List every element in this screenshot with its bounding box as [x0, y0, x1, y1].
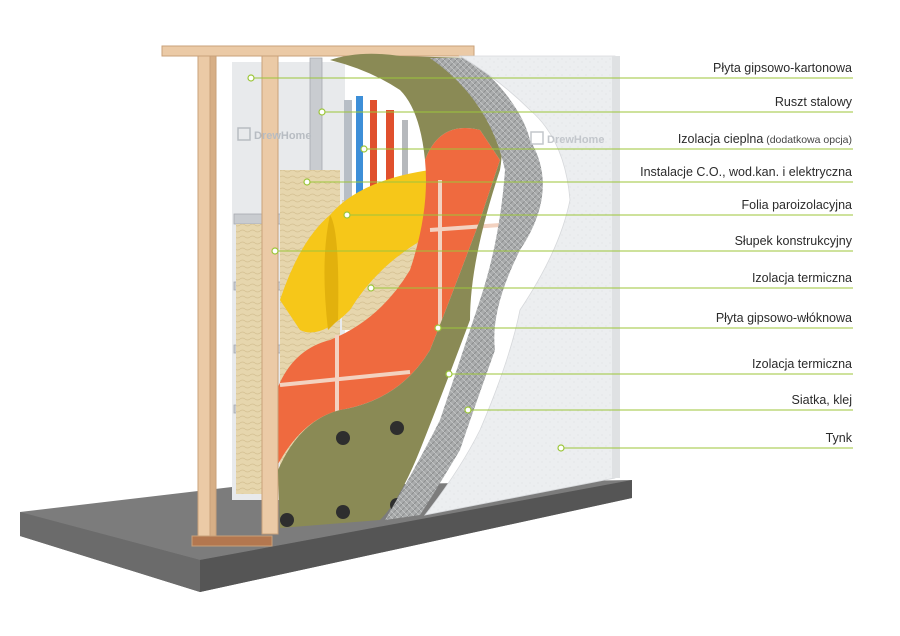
leader-dot	[360, 145, 368, 153]
leader-dot	[557, 444, 565, 452]
callout-label: Izolacja cieplna (dodatkowa opcja)	[678, 131, 852, 148]
gypsum-fiber-board	[275, 128, 501, 470]
watermark-text: DrewHome	[547, 134, 604, 146]
callout-label: Płyta gipsowo-kartonowa	[713, 60, 852, 76]
leader-lines	[247, 74, 853, 452]
callout-label: Izolacja termiczna	[752, 270, 852, 286]
leader-dot	[318, 108, 326, 116]
callout-label: Płyta gipsowo-włóknowa	[716, 310, 852, 326]
callout-text: Izolacja termiczna	[751, 357, 852, 371]
callout-label: Ruszt stalowy	[775, 94, 852, 110]
leader-dot	[247, 74, 255, 82]
callout-label: Folia paroizolacyjna	[742, 197, 852, 213]
callout-text: Izolacja cieplna	[677, 132, 764, 146]
leader-dot	[343, 211, 351, 219]
callout-note: (dodatkowa opcja)	[763, 134, 852, 146]
plaster-layer	[424, 55, 620, 516]
leader-dot	[434, 324, 442, 332]
callout-text: Siatka, klej	[791, 393, 852, 407]
watermark-right: DrewHome	[530, 131, 604, 146]
callout-text: Izolacja termiczna	[751, 271, 852, 285]
concrete-base-slab	[20, 480, 632, 592]
callout-label: Słupek konstrukcyjny	[735, 233, 852, 249]
leader-dot	[303, 178, 311, 186]
callout-label: Izolacja termiczna	[752, 356, 852, 372]
watermark-left: DrewHome	[237, 127, 311, 142]
leader-dot	[271, 247, 279, 255]
callout-text: Płyta gipsowo-włóknowa	[715, 311, 852, 325]
callout-label: Tynk	[826, 430, 852, 446]
callout-label: Instalacje C.O., wod.kan. i elektryczna	[640, 164, 852, 180]
callout-text: Instalacje C.O., wod.kan. i elektryczna	[640, 165, 852, 179]
mesh-adhesive-layer	[385, 58, 543, 520]
callout-label: Siatka, klej	[792, 392, 852, 408]
callout-text: Płyta gipsowo-kartonowa	[713, 61, 852, 75]
leader-dot	[367, 284, 375, 292]
callout-text: Tynk	[825, 431, 852, 445]
callout-text: Słupek konstrukcyjny	[734, 234, 852, 248]
callout-text: Folia paroizolacyjna	[741, 198, 852, 212]
watermark-text: DrewHome	[254, 130, 311, 142]
leader-dot	[445, 370, 453, 378]
leader-dot	[464, 406, 472, 414]
timber-frame	[161, 45, 475, 547]
callout-text: Ruszt stalowy	[774, 95, 852, 109]
